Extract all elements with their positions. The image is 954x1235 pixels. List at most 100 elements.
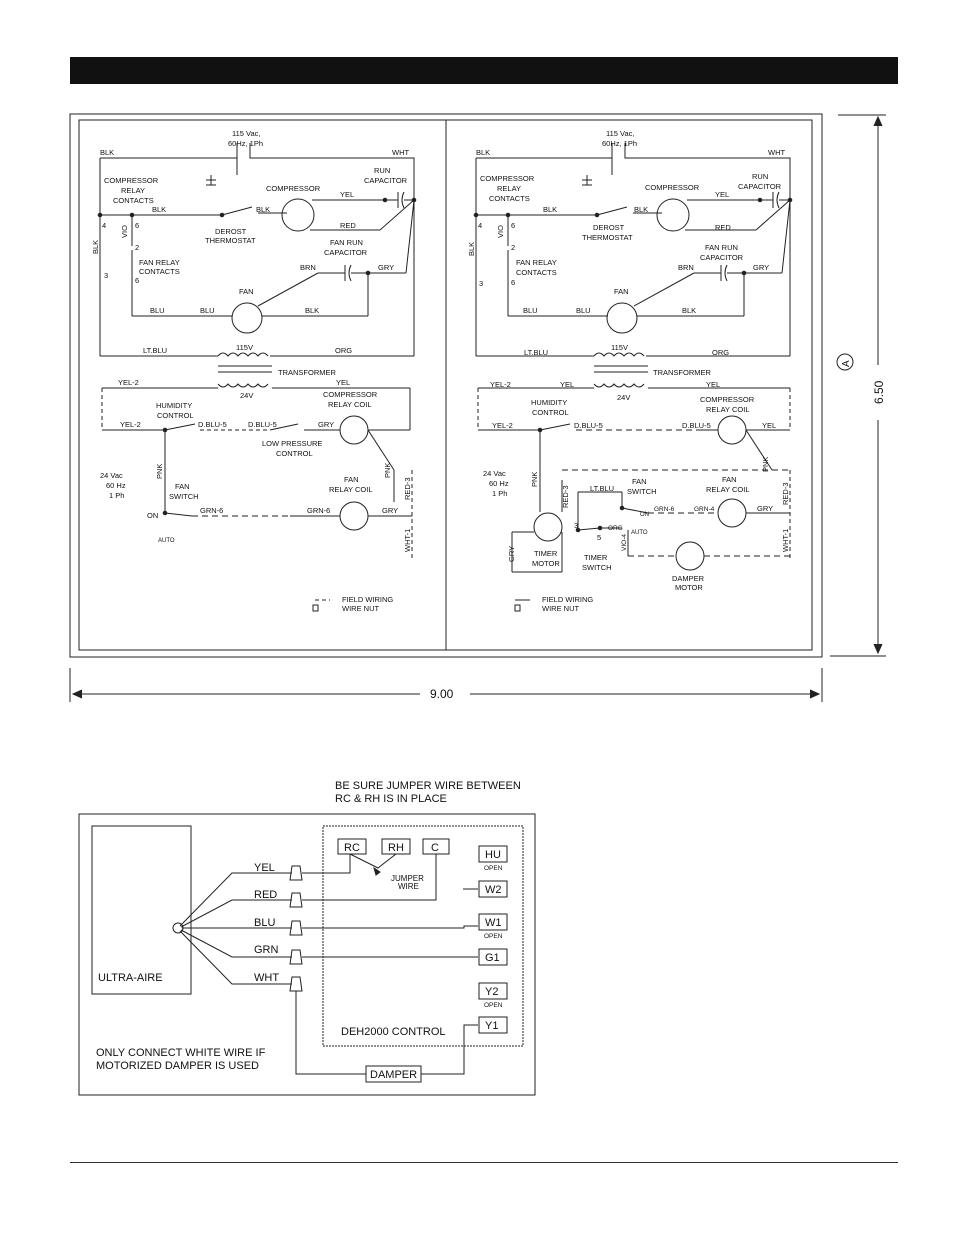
svg-text:BLU: BLU (576, 306, 591, 315)
header-bar (70, 57, 898, 84)
svg-text:W2: W2 (485, 884, 502, 896)
svg-text:WIRE NUT: WIRE NUT (342, 604, 379, 613)
svg-text:GRY: GRY (507, 546, 516, 562)
callout-marker: A (841, 360, 852, 367)
svg-text:GRY: GRY (382, 506, 398, 515)
svg-text:YEL: YEL (254, 862, 275, 874)
svg-text:RED-3: RED-3 (561, 485, 570, 508)
svg-text:GRN-6: GRN-6 (307, 506, 330, 515)
svg-text:3: 3 (574, 521, 578, 530)
svg-text:FAN RUN: FAN RUN (330, 238, 363, 247)
svg-text:MOTOR: MOTOR (532, 559, 560, 568)
svg-text:GRN-4: GRN-4 (694, 506, 715, 513)
svg-text:RED: RED (254, 889, 277, 901)
svg-text:RED-3: RED-3 (403, 477, 412, 500)
svg-text:Y1: Y1 (485, 1020, 498, 1032)
svg-text:BLK: BLK (634, 205, 648, 214)
svg-text:60 Hz: 60 Hz (106, 481, 126, 490)
svg-text:BLK: BLK (91, 240, 100, 254)
svg-text:D.BLU-5: D.BLU-5 (574, 421, 603, 430)
svg-text:60Hz, 1Ph: 60Hz, 1Ph (602, 139, 637, 148)
svg-text:RELAY COIL: RELAY COIL (706, 405, 750, 414)
svg-text:RELAY: RELAY (497, 184, 521, 193)
svg-text:AUTO: AUTO (631, 530, 648, 536)
svg-text:VIO: VIO (496, 225, 505, 238)
svg-text:YEL: YEL (336, 378, 350, 387)
svg-text:MOTOR: MOTOR (675, 583, 703, 592)
svg-text:GRY: GRY (378, 263, 394, 272)
svg-text:CONTACTS: CONTACTS (516, 268, 557, 277)
svg-text:5: 5 (597, 533, 601, 542)
svg-text:115 Vac,: 115 Vac, (232, 129, 261, 138)
svg-text:RED-3: RED-3 (781, 482, 790, 505)
svg-text:CONTACTS: CONTACTS (489, 194, 530, 203)
dimension-lines (69, 114, 886, 702)
svg-text:TIMER: TIMER (584, 553, 608, 562)
svg-text:GRN: GRN (254, 944, 279, 956)
svg-text:CAPACITOR: CAPACITOR (738, 182, 782, 191)
svg-text:BLU: BLU (254, 917, 275, 929)
svg-text:CAPACITOR: CAPACITOR (364, 176, 408, 185)
svg-text:GRN-6: GRN-6 (200, 506, 223, 515)
svg-text:ORG: ORG (712, 348, 729, 357)
svg-text:FAN RUN: FAN RUN (705, 243, 738, 252)
svg-text:24V: 24V (240, 391, 253, 400)
svg-text:VIO: VIO (120, 225, 129, 238)
svg-text:BLK: BLK (476, 148, 490, 157)
svg-text:BLK: BLK (543, 205, 557, 214)
svg-text:RED: RED (715, 223, 731, 232)
svg-text:OPEN: OPEN (484, 1002, 503, 1009)
svg-text:BRN: BRN (300, 263, 316, 272)
svg-text:3: 3 (104, 271, 108, 280)
svg-text:CONTROL: CONTROL (532, 408, 569, 417)
width-dimension: 9.00 (430, 687, 454, 701)
svg-text:YEL: YEL (706, 380, 720, 389)
svg-text:6: 6 (511, 278, 515, 287)
svg-text:RC & RH IS IN PLACE: RC & RH IS IN PLACE (335, 793, 447, 805)
svg-text:CONTROL: CONTROL (276, 449, 313, 458)
svg-text:BLK: BLK (256, 205, 270, 214)
svg-text:ORG: ORG (335, 346, 352, 355)
svg-text:BLU: BLU (200, 306, 215, 315)
svg-text:WHT: WHT (768, 148, 785, 157)
svg-text:DEROST: DEROST (593, 223, 625, 232)
svg-text:SWITCH: SWITCH (582, 563, 612, 572)
svg-text:24 Vac: 24 Vac (483, 469, 506, 478)
svg-text:1 Ph: 1 Ph (109, 491, 124, 500)
svg-text:FAN: FAN (614, 287, 629, 296)
svg-text:BLK: BLK (467, 242, 476, 256)
svg-text:YEL: YEL (715, 190, 729, 199)
footer-rule (70, 1162, 898, 1163)
svg-text:ONLY CONNECT WHITE WIRE IF: ONLY CONNECT WHITE WIRE IF (96, 1047, 266, 1059)
svg-text:BE SURE JUMPER WIRE BETWEEN: BE SURE JUMPER WIRE BETWEEN (335, 780, 521, 792)
svg-text:COMPRESSOR: COMPRESSOR (104, 176, 159, 185)
svg-text:Y2: Y2 (485, 986, 498, 998)
svg-text:6: 6 (135, 276, 139, 285)
svg-text:115 Vac,: 115 Vac, (606, 129, 635, 138)
svg-text:6: 6 (135, 221, 139, 230)
svg-text:RUN: RUN (752, 172, 768, 181)
svg-text:4: 4 (102, 221, 106, 230)
svg-text:ON: ON (640, 512, 649, 518)
svg-text:WIRE: WIRE (398, 882, 419, 891)
svg-text:BLK: BLK (100, 148, 114, 157)
svg-text:COMPRESSOR: COMPRESSOR (323, 390, 378, 399)
right-schematic-labels: 115 Vac, 60Hz, 1Ph BLK WHT COMPRESSOR RE… (467, 129, 790, 613)
svg-text:RED: RED (340, 221, 356, 230)
svg-text:RELAY: RELAY (121, 186, 145, 195)
svg-text:YEL: YEL (340, 190, 354, 199)
svg-text:GRY: GRY (753, 263, 769, 272)
svg-text:PNK: PNK (530, 472, 539, 487)
svg-text:FAN: FAN (344, 475, 359, 484)
svg-text:FAN: FAN (175, 482, 190, 491)
svg-text:WHT: WHT (392, 148, 409, 157)
svg-text:RH: RH (388, 842, 404, 854)
svg-text:115V: 115V (611, 343, 628, 352)
svg-text:FIELD WIRING: FIELD WIRING (542, 595, 593, 604)
left-schematic (97, 143, 417, 612)
svg-text:THERMOSTAT: THERMOSTAT (205, 236, 256, 245)
svg-text:TRANSFORMER: TRANSFORMER (278, 368, 337, 377)
svg-text:TRANSFORMER: TRANSFORMER (653, 368, 712, 377)
field-wiring-diagram (78, 813, 536, 1096)
svg-text:TIMER: TIMER (534, 549, 558, 558)
